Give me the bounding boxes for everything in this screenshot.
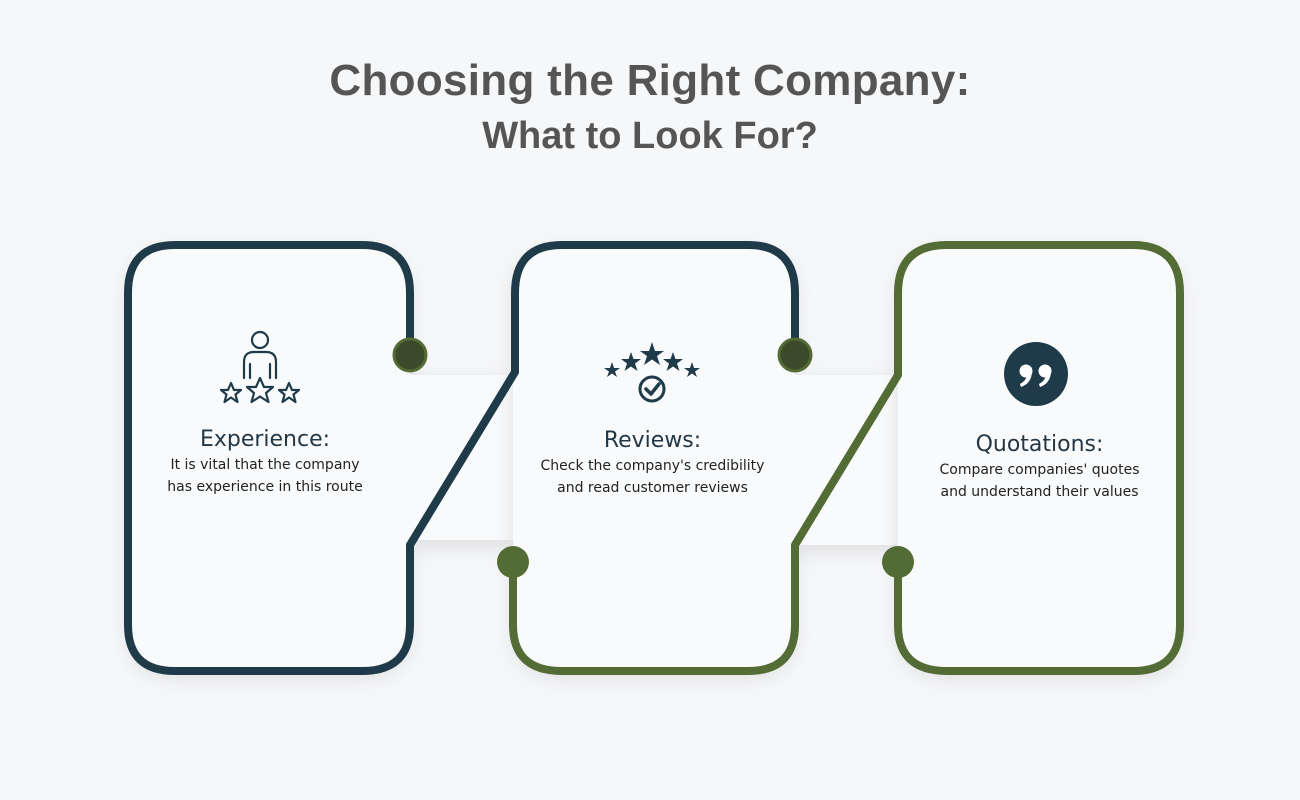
stars-check-icon (602, 340, 702, 406)
card-heading: Quotations: (975, 432, 1104, 457)
quote-icon (1003, 341, 1069, 407)
title-line-2: What to Look For? (482, 115, 818, 157)
connector-dot-2 (777, 337, 813, 373)
card-description-line: Compare companies' quotes (939, 462, 1140, 478)
card-1-background (128, 245, 515, 671)
title-line-1: Choosing the Right Company: (329, 56, 971, 105)
card-description-line: It is vital that the company (170, 457, 360, 473)
card-2-background (513, 245, 900, 671)
connector-dot-4 (882, 546, 914, 578)
card-description-line: and understand their values (940, 484, 1139, 500)
page-title: Choosing the Right Company: What to Look… (0, 52, 1300, 162)
card-heading: Experience: (199, 427, 331, 452)
card-3-background (898, 245, 1180, 671)
card-experience: Experience: It is vital that the company… (140, 426, 390, 498)
card-1-outline (124, 241, 799, 675)
person-stars-icon (216, 328, 306, 408)
card-reviews: Reviews: Check the company's credibility… (520, 427, 785, 499)
card-description-line: has experience in this route (167, 479, 363, 495)
card-2-outline (509, 241, 1184, 675)
card-description-line: Check the company's credibility (540, 458, 765, 474)
card-description-line: and read customer reviews (557, 480, 748, 496)
connector-dot-1 (392, 337, 428, 373)
card-heading: Reviews: (603, 428, 702, 453)
connector-dot-3 (497, 546, 529, 578)
card-quotations: Quotations: Compare companies' quotes an… (912, 431, 1167, 503)
